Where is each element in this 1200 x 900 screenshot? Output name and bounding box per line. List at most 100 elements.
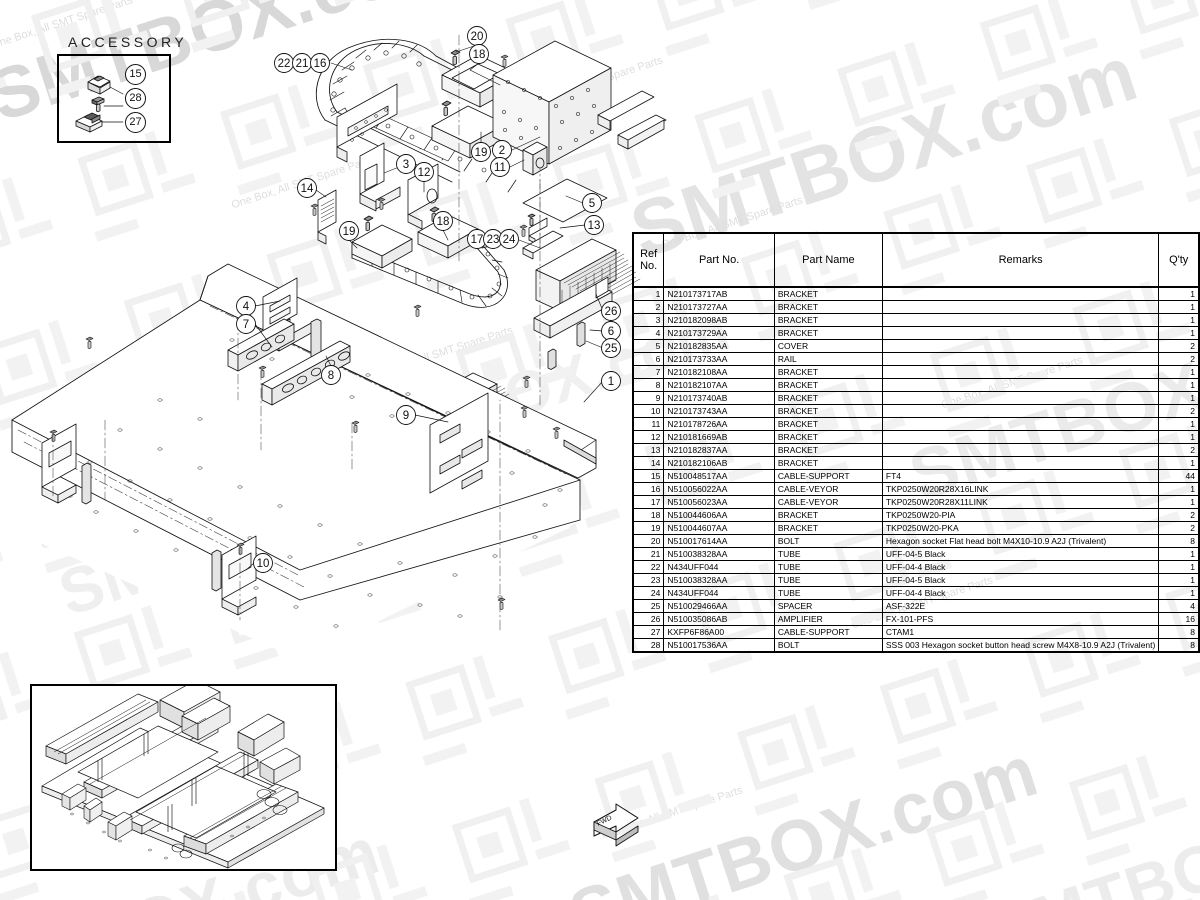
cell-remarks: TKP0250W20-PKA: [881, 521, 1160, 535]
cell-qty: 1: [1158, 482, 1200, 496]
cell-qty: 1: [1158, 573, 1200, 587]
cell-qty: 8: [1158, 638, 1200, 653]
cell-part-no: N434UFF044: [663, 560, 775, 574]
cell-part-no: N510044607AA: [663, 521, 775, 535]
header-ref-no: Ref No.: [632, 232, 665, 288]
cell-part-name: TUBE: [773, 560, 883, 574]
cell-remarks: [881, 430, 1160, 444]
cell-ref-no: 16: [632, 482, 665, 496]
cell-part-name: BRACKET: [773, 313, 883, 327]
cell-remarks: [881, 456, 1160, 470]
callout-label: 11: [494, 162, 506, 174]
cell-part-no: N510035086AB: [663, 612, 775, 626]
cell-part-no: N510044606AA: [663, 508, 775, 522]
cell-remarks: [881, 443, 1160, 457]
cell-ref-no: 4: [632, 326, 665, 340]
cell-part-name: CABLE-SUPPORT: [773, 625, 883, 639]
callout-bubble: 14: [297, 178, 317, 198]
accessory-callout: 28: [125, 88, 146, 109]
callout-label: 25: [605, 343, 618, 355]
cell-part-name: BRACKET: [773, 404, 883, 418]
cell-remarks: ASF-322E: [881, 599, 1160, 613]
cell-part-no: N210182837AA: [663, 443, 775, 457]
bracket-13: [522, 217, 564, 260]
cell-part-name: COVER: [773, 339, 883, 353]
cell-part-no: N210173727AA: [663, 300, 775, 314]
cell-part-name: BRACKET: [773, 443, 883, 457]
cell-ref-no: 25: [632, 599, 665, 613]
cell-qty: 1: [1158, 586, 1200, 600]
cell-remarks: [881, 365, 1160, 379]
bracket-14: [317, 189, 337, 245]
callout-bubble: 1: [601, 371, 621, 391]
cell-ref-no: 2: [632, 300, 665, 314]
cell-part-name: BRACKET: [773, 365, 883, 379]
cell-part-no: N510056023AA: [663, 495, 775, 509]
cell-remarks: FT4: [881, 469, 1160, 483]
callout-bubble: 10: [253, 553, 273, 573]
cell-part-no: N434UFF044: [663, 586, 775, 600]
cell-ref-no: 22: [632, 560, 665, 574]
callout-bubble: 26: [601, 301, 621, 321]
accessory-callout: 15: [125, 64, 146, 85]
cell-ref-no: 1: [632, 286, 665, 301]
callout-label: 21: [296, 58, 309, 70]
cell-part-no: N210173733AA: [663, 352, 775, 366]
cell-remarks: [881, 286, 1160, 301]
cell-qty: 1: [1158, 326, 1200, 340]
cell-qty: 1: [1158, 417, 1200, 431]
cell-part-name: TUBE: [773, 586, 883, 600]
cell-part-name: BRACKET: [773, 508, 883, 522]
cell-part-no: KXFP6F86A00: [663, 625, 775, 639]
cell-qty: 1: [1158, 560, 1200, 574]
cell-qty: 1: [1158, 365, 1200, 379]
callout-label: 5: [589, 198, 595, 210]
cell-ref-no: 23: [632, 573, 665, 587]
bolt-19-top: [441, 100, 452, 117]
cell-remarks: [881, 417, 1160, 431]
cell-part-no: N210173729AA: [663, 326, 775, 340]
callout-label: 17: [471, 234, 484, 246]
cell-part-name: BRACKET: [773, 456, 883, 470]
callout-bubble: 22: [274, 53, 294, 73]
header-ref-line1: Ref: [640, 248, 658, 260]
cell-part-no: N210173717AB: [663, 286, 775, 301]
cell-part-no: N510038328AA: [663, 547, 775, 561]
cell-part-name: CABLE-VEYOR: [773, 482, 883, 496]
bolt-13: [527, 213, 536, 226]
callout-label: 26: [605, 306, 618, 318]
cell-remarks: [881, 313, 1160, 327]
cell-ref-no: 26: [632, 612, 665, 626]
callout-label: 18: [437, 216, 450, 228]
spacer-bar-10-a: [81, 462, 92, 505]
callout-label: 6: [608, 326, 614, 338]
callout-label: 23: [487, 234, 500, 246]
callout-label: 10: [257, 558, 270, 570]
header-remarks: Remarks: [881, 232, 1160, 288]
cell-part-no: N510056022AA: [663, 482, 775, 496]
cell-part-no: N510029466AA: [663, 599, 775, 613]
callout-bubble: 3: [396, 154, 416, 174]
cell-ref-no: 5: [632, 339, 665, 353]
